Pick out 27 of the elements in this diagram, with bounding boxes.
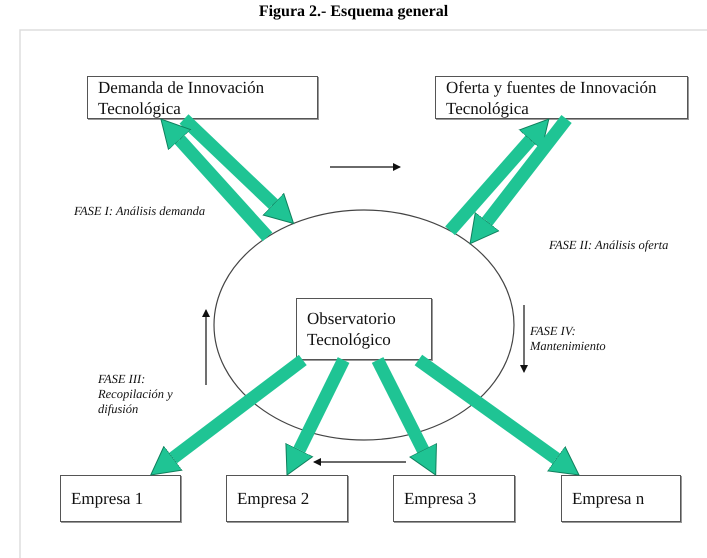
process-box <box>561 475 681 522</box>
block-arrow <box>372 357 437 476</box>
process-box <box>435 76 688 119</box>
box-label: Empresa 3 <box>404 488 476 509</box>
process-box <box>60 475 181 522</box>
figure-title: Figura 2.- Esquema general <box>258 3 450 21</box>
block-arrow <box>470 115 572 244</box>
phase-label: FASE IV: Mantenimiento <box>530 324 607 354</box>
block-arrow <box>414 354 580 476</box>
process-box <box>226 475 348 522</box>
box-label: Empresa 1 <box>71 488 144 509</box>
phase-label: FASE III: Recopilación y difusión <box>98 372 174 417</box>
box-label: Empresa 2 <box>237 488 310 509</box>
block-arrow <box>445 118 550 236</box>
box-label: Observatorio Tecnológico <box>307 308 397 350</box>
phase-label: FASE I: Análisis demanda <box>74 204 206 219</box>
box-label: Empresa n <box>572 488 644 509</box>
box-label: Oferta y fuentes de Innovación Tecnológica <box>446 76 658 118</box>
process-box <box>87 76 318 119</box>
block-arrow <box>150 354 307 476</box>
block-arrow <box>160 118 272 242</box>
process-box <box>393 475 515 522</box>
process-box <box>296 298 432 360</box>
block-arrow <box>285 357 350 476</box>
box-label: Demanda de Innovación Tecnológica <box>98 76 266 118</box>
block-arrow <box>180 114 294 224</box>
phase-label: FASE II: Análisis oferta <box>549 238 670 253</box>
